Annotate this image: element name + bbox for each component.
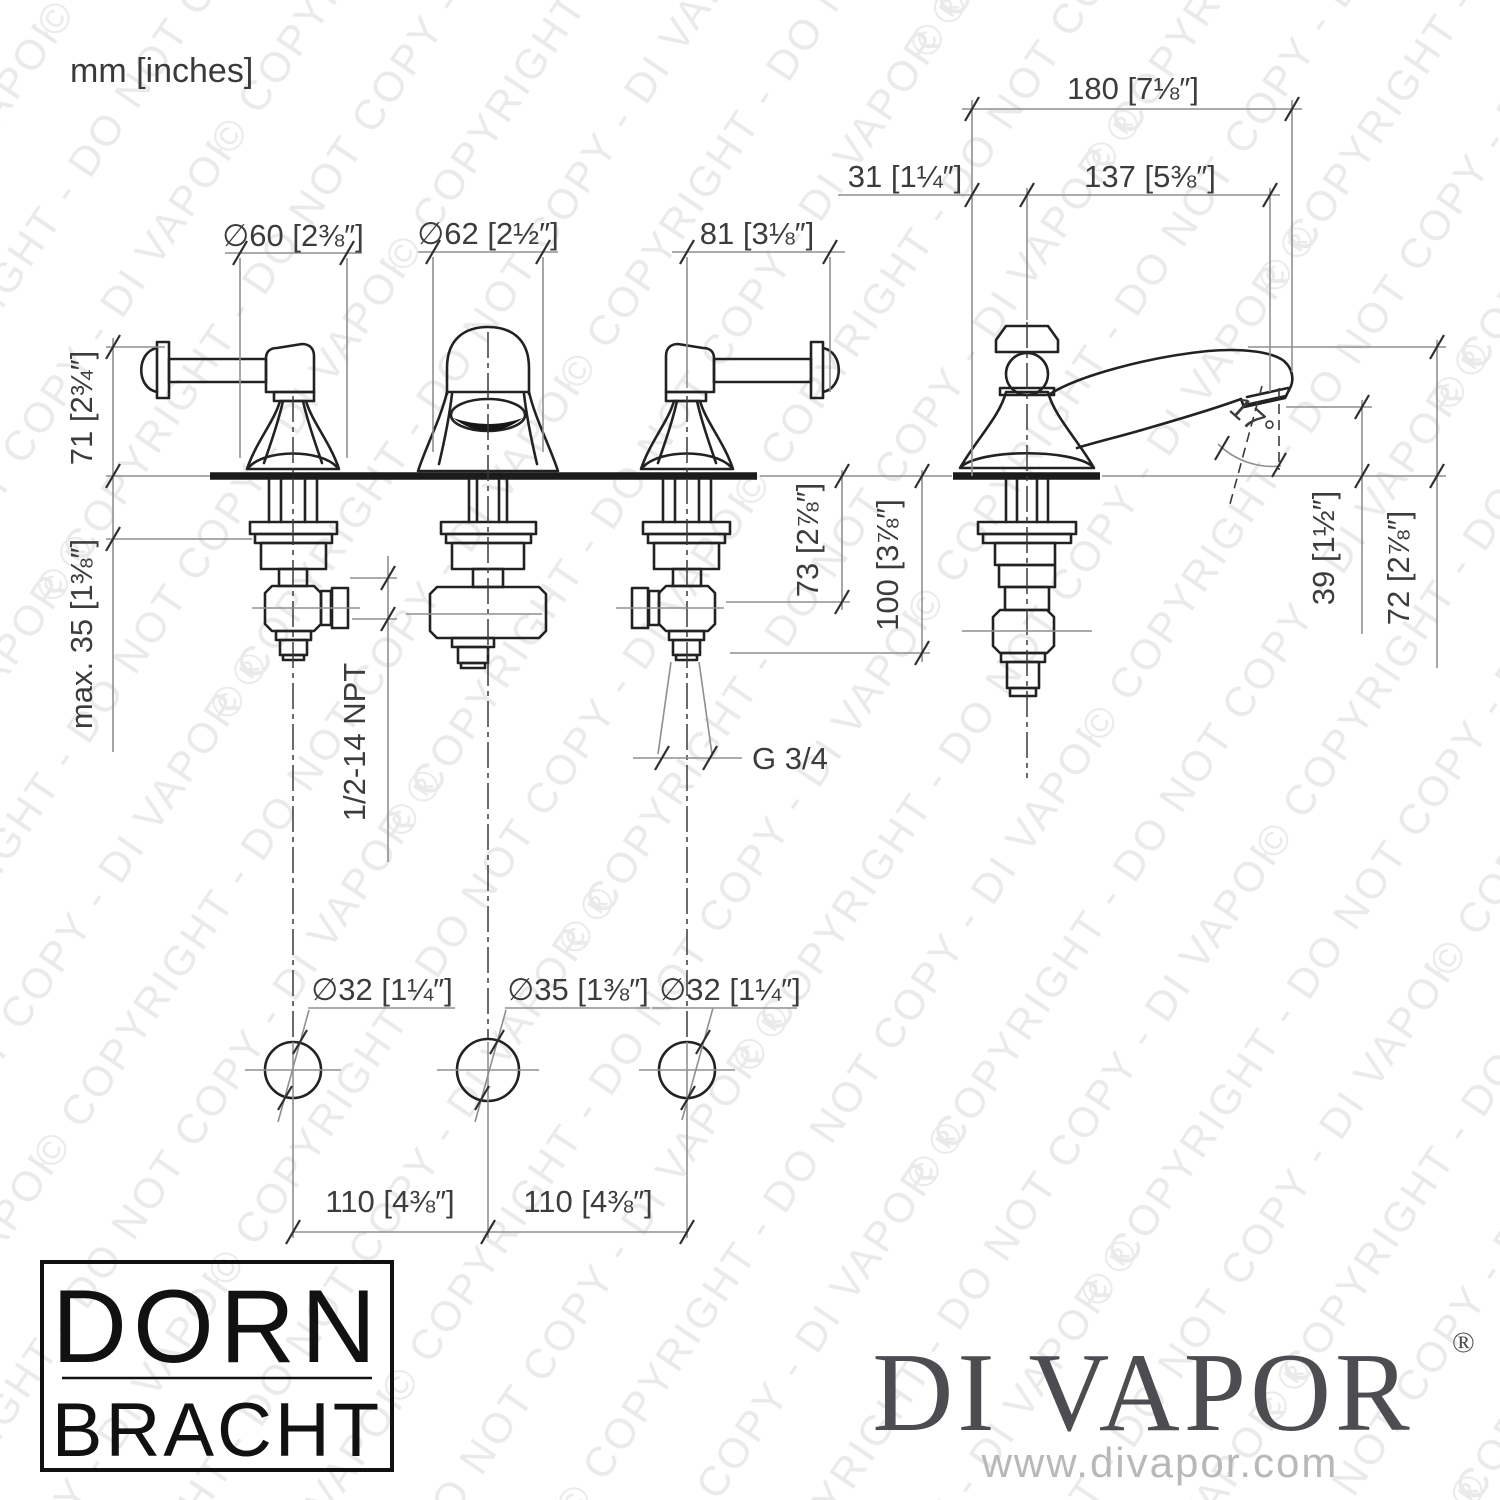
dim-npt: 1/2-14 NPT: [337, 663, 372, 822]
registered-mark: ®: [1452, 1326, 1475, 1359]
divapor-name: DI VAPOR: [872, 1331, 1413, 1455]
dim-dia32-left: ∅32 [1¼″]: [311, 972, 452, 1007]
dim-72: 72 [2⅞″]: [1381, 511, 1416, 625]
dimension-lines: [104, 95, 1446, 1246]
dim-dia60: ∅60 [2⅜″]: [222, 218, 363, 253]
dim-max35: max. 35 [1⅜″]: [64, 539, 99, 729]
dim-dia35: ∅35 [1⅜″]: [507, 972, 648, 1007]
dimension-labels: mm [inches] ∅60 [2⅜″] ∅62 [2½″] 81 [3⅛″]…: [64, 52, 1416, 1219]
side-bell: [958, 390, 1096, 470]
divapor-logo: DI VAPOR ® www.divapor.com: [872, 1326, 1474, 1486]
centerlines: [252, 322, 1280, 1040]
dornbracht-logo: DORN BRACHT: [40, 1260, 394, 1473]
units-label: mm [inches]: [70, 52, 253, 90]
dim-110-right: 110 [4⅜″]: [523, 1184, 652, 1219]
dim-81: 81 [3⅛″]: [700, 216, 814, 251]
dim-100: 100 [3⅞″]: [870, 499, 905, 631]
dim-180: 180 [7⅛″]: [1067, 71, 1199, 106]
dornbracht-logo-box: [40, 1260, 394, 1472]
side-knob: [994, 324, 1060, 354]
dim-dia32-right: ∅32 [1¼″]: [659, 972, 800, 1007]
dim-g34: G 3/4: [752, 741, 828, 776]
dim-137: 137 [5⅜″]: [1084, 159, 1216, 194]
dim-31: 31 [1¼″]: [848, 159, 962, 194]
side-spout-arm: [1048, 348, 1294, 450]
divapor-url: www.divapor.com: [981, 1439, 1339, 1486]
dornbracht-line2: BRACHT: [52, 1388, 382, 1473]
dim-39: 39 [1½″]: [1306, 491, 1341, 605]
dim-dia62: ∅62 [2½″]: [417, 216, 558, 251]
dim-71: 71 [2¾″]: [64, 351, 99, 465]
dim-110-left: 110 [4⅜″]: [325, 1184, 454, 1219]
dornbracht-line1: DORN: [52, 1269, 382, 1385]
angle-arc: [1217, 443, 1282, 468]
spout-axis-line: [1229, 385, 1263, 505]
dim-73: 73 [2⅞″]: [790, 483, 825, 597]
